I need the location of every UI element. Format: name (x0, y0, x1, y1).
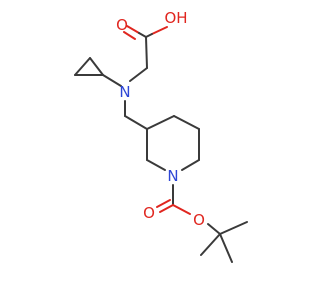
bond-tbu-methyl-3 (200, 233, 221, 256)
bond-ring-c4-c5 (173, 115, 200, 130)
bond-tbu-methyl-1 (219, 221, 248, 235)
atom-carbonyl-o-label: O (116, 16, 128, 34)
bond-tbu-methyl-2 (219, 233, 233, 263)
bond-cooh-ch2 (145, 36, 148, 69)
bond-ring-n-c2 (146, 159, 166, 171)
bond-c-to-carbonyl-stub (138, 32, 147, 38)
bond-carbamate-double-o-2 (156, 199, 171, 208)
bond-c-double-o-2 (123, 31, 136, 40)
bond-c-double-o-1 (126, 25, 140, 34)
bond-c-oh (151, 26, 168, 35)
bond-ch2-n (129, 67, 148, 82)
atom-carbamate-carbonyl-o-label: O (143, 204, 155, 222)
atom-ring-n-label: N (167, 167, 178, 185)
bond-linker-ring (124, 115, 148, 130)
atom-oh-label: OH (164, 9, 187, 27)
molecule-structure: OH O N N O O (74, 9, 248, 263)
bond-carbamate-double-o-1 (159, 204, 174, 213)
bond-o-tbu (207, 223, 221, 235)
bond-ring-c6-n (181, 159, 200, 171)
bond-n-cyclopropyl (102, 74, 122, 87)
atom-amine-n-label: N (119, 83, 130, 101)
bond-cooh-c-oh-carbon (145, 33, 153, 38)
bond-cyclopropyl-2 (74, 57, 91, 76)
atom-carbamate-ester-o-label: O (193, 211, 205, 229)
bond-carbamate-ester-o (172, 204, 191, 215)
bond-ring-c3-c4 (146, 115, 175, 130)
bond-cyclopropyl-1 (89, 57, 104, 76)
